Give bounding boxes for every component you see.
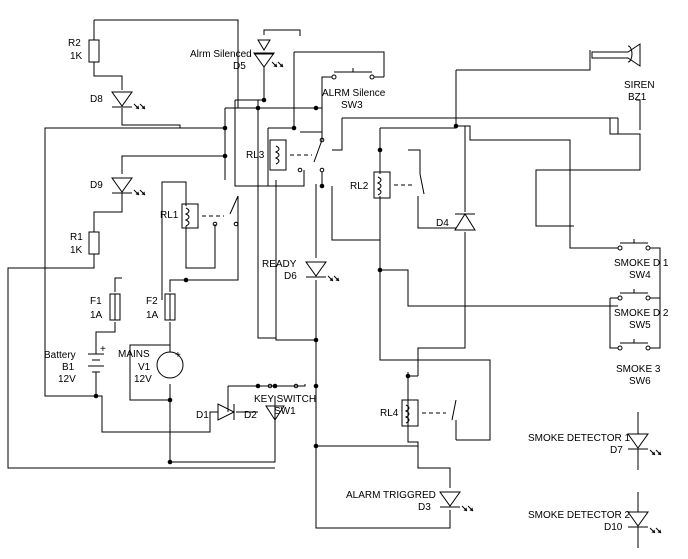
junctions bbox=[93, 97, 459, 465]
d5-ref: D5 bbox=[233, 61, 246, 72]
led-d10: SMOKE DETECTOR 2 D10 bbox=[528, 492, 662, 548]
siren-ref: BZ1 bbox=[628, 92, 647, 103]
relay-rl3: RL3 bbox=[246, 137, 325, 186]
f1-ref: F1 bbox=[90, 296, 102, 307]
sw3-ref: SW3 bbox=[341, 100, 363, 111]
f2-ref: F2 bbox=[146, 296, 158, 307]
keyswitch-ref: SW1 bbox=[274, 406, 296, 417]
sw4-ref: SW4 bbox=[629, 270, 651, 281]
battery-b1: + Battery B1 12V bbox=[44, 344, 106, 385]
r1-ref: R1 bbox=[70, 232, 83, 243]
battery-ref: B1 bbox=[62, 362, 75, 373]
f1-value: 1A bbox=[90, 310, 103, 321]
mains-name: MAINS bbox=[118, 349, 150, 360]
d6-ref: D6 bbox=[284, 271, 297, 282]
source-mains-v1: + MAINS V1 12V bbox=[118, 345, 184, 385]
d9-ref: D9 bbox=[90, 180, 103, 191]
r2-ref: R2 bbox=[68, 38, 81, 49]
resistor-r1: R1 1K bbox=[70, 231, 100, 256]
d2-ref: D2 bbox=[244, 410, 257, 421]
d3-name: ALARM TRIGGRED bbox=[346, 490, 436, 501]
relay-rl4: RL4 bbox=[380, 399, 457, 427]
rl3-ref: RL3 bbox=[246, 150, 265, 161]
sw6-name: SMOKE 3 bbox=[616, 364, 661, 375]
battery-value: 12V bbox=[58, 374, 76, 385]
led-d3: ALARM TRIGGRED D3 bbox=[346, 490, 474, 513]
switch-sw6: SMOKE 3 SW6 bbox=[616, 339, 661, 387]
led-d9: D9 bbox=[90, 177, 146, 196]
battery-name: Battery bbox=[44, 350, 76, 361]
d6-name: READY bbox=[262, 259, 297, 270]
rl4-ref: RL4 bbox=[380, 408, 399, 419]
d5-name: Alrm Silenced bbox=[190, 49, 252, 60]
d10-name: SMOKE DETECTOR 2 bbox=[528, 510, 630, 521]
d8-ref: D8 bbox=[90, 94, 103, 105]
fuse-f2: F2 1A bbox=[146, 293, 176, 321]
rl2-ref: RL2 bbox=[350, 181, 369, 192]
sw5-name: SMOKE D 2 bbox=[614, 308, 669, 319]
led-d6: READY D6 bbox=[262, 259, 340, 282]
d7-name: SMOKE DETECTOR 1 bbox=[528, 433, 630, 444]
d3-ref: D3 bbox=[418, 502, 431, 513]
diode-d4: D4 bbox=[436, 213, 476, 231]
mains-value: 12V bbox=[134, 374, 152, 385]
sw6-ref: SW6 bbox=[629, 376, 651, 387]
led-d5: Alrm Silenced D5 bbox=[190, 39, 284, 72]
d10-ref: D10 bbox=[604, 522, 623, 533]
d7-ref: D7 bbox=[610, 445, 623, 456]
diode-d1: D1 bbox=[196, 403, 236, 421]
led-d8: D8 bbox=[90, 91, 146, 110]
battery-plus: + bbox=[100, 344, 106, 355]
diode-d2: D2 bbox=[244, 396, 285, 421]
d1-ref: D1 bbox=[196, 410, 209, 421]
resistor-r2: R2 1K bbox=[68, 38, 100, 63]
d4-ref: D4 bbox=[436, 218, 449, 229]
switch-sw4: SMOKE D 1 SW4 bbox=[614, 239, 669, 281]
keyswitch-name: KEY SWITCH bbox=[254, 394, 316, 405]
sw3-name: ALRM Silence bbox=[322, 88, 386, 99]
r2-value: 1K bbox=[70, 51, 83, 62]
mains-plus: + bbox=[175, 350, 181, 361]
relay-rl1: RL1 bbox=[160, 195, 239, 229]
sw5-ref: SW5 bbox=[629, 320, 651, 331]
relay-rl2: RL2 bbox=[350, 171, 425, 199]
rl1-ref: RL1 bbox=[160, 210, 179, 221]
siren-bz1: SIREN BZ1 bbox=[591, 43, 655, 103]
led-d7: SMOKE DETECTOR 1 D7 bbox=[528, 412, 662, 470]
switch-sw3: ALRM Silence SW3 bbox=[322, 68, 386, 111]
sw4-name: SMOKE D 1 bbox=[614, 258, 669, 269]
r1-value: 1K bbox=[70, 245, 83, 256]
mains-ref: V1 bbox=[138, 362, 151, 373]
fuse-f1: F1 1A bbox=[90, 293, 121, 321]
f2-value: 1A bbox=[146, 310, 159, 321]
switch-sw5: SMOKE D 2 SW5 bbox=[614, 289, 669, 331]
keyswitch-sw1: KEY SWITCH SW1 bbox=[254, 383, 316, 417]
siren-name: SIREN bbox=[624, 80, 655, 91]
